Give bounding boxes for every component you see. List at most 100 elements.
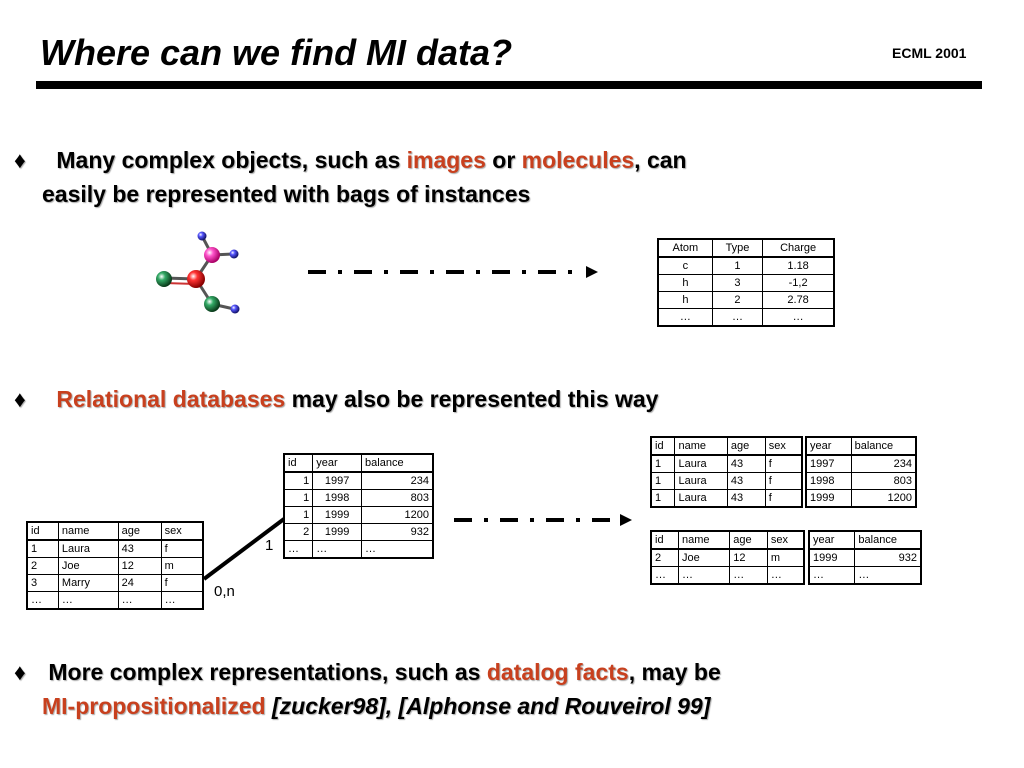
cell: 1: [283, 471, 314, 490]
table-row: 2 Joe 12 m: [26, 557, 204, 575]
cell: 1999: [312, 523, 363, 541]
header-cell: id: [283, 453, 314, 473]
table-row: 1998 803: [805, 472, 917, 490]
table-row: … … …: [283, 540, 434, 559]
table-row: 1 1999 1200: [283, 506, 434, 524]
cell: …: [650, 566, 679, 585]
bullet-3-text-b: , may be: [628, 659, 721, 685]
table-row: c 1 1.18: [657, 256, 835, 275]
cell: 43: [726, 454, 766, 473]
cell: …: [160, 591, 204, 610]
cell: …: [729, 566, 768, 585]
table-row: 1 Laura 43 f: [650, 489, 803, 508]
cell: 1: [650, 472, 676, 490]
cell: 1: [650, 489, 676, 508]
header-cell: id: [26, 521, 59, 541]
cell: f: [764, 489, 803, 508]
bullet-1: ♦ Many complex objects, such as images o…: [14, 143, 914, 211]
header-cell: id: [650, 530, 679, 550]
bullet-1-text-c: , can: [634, 147, 687, 173]
cell: c: [657, 256, 713, 275]
bullet-1-text-d: easily be represented with bags of insta…: [42, 181, 531, 207]
cell: Laura: [674, 454, 728, 473]
cell: 12: [117, 557, 162, 575]
cell: 1998: [312, 489, 363, 507]
cell: 234: [850, 454, 917, 473]
diamond-bullet-icon: ♦: [14, 659, 26, 685]
table-row: h 3 -1,2: [657, 274, 835, 292]
cell: 43: [726, 472, 766, 490]
dashed-arrow-2: [454, 514, 632, 526]
cell: m: [766, 548, 805, 567]
conference-label: ECML 2001: [892, 45, 967, 61]
cell: 2: [711, 291, 764, 309]
cell: …: [312, 540, 363, 559]
header-cell: Type: [711, 238, 764, 258]
cell: …: [117, 591, 162, 610]
cell: h: [657, 274, 713, 292]
cell: 1999: [805, 489, 852, 508]
cell: …: [766, 566, 805, 585]
bag-2-account-table: year balance 1999 932 … …: [808, 530, 922, 585]
header-cell: name: [57, 521, 119, 541]
cell: …: [657, 308, 713, 327]
cell: f: [764, 472, 803, 490]
cell: Laura: [57, 539, 119, 558]
table-row: 2 Joe 12 m: [650, 548, 805, 567]
cell: 2.78: [762, 291, 835, 309]
table-row: 3 Marry 24 f: [26, 574, 204, 592]
cell: 24: [117, 574, 162, 592]
cell: 1997: [312, 471, 363, 490]
table-row: 1999 1200: [805, 489, 917, 508]
cell: 1200: [361, 506, 434, 524]
cell: Joe: [57, 557, 119, 575]
relation-line: [202, 517, 286, 581]
header-cell: balance: [361, 453, 434, 473]
cell: m: [160, 557, 204, 575]
cell: …: [26, 591, 59, 610]
table-row: … … …: [657, 308, 835, 327]
cell: h: [657, 291, 713, 309]
dashed-arrow-1: [308, 266, 598, 278]
header-cell: sex: [766, 530, 805, 550]
header-cell: age: [726, 436, 766, 456]
citations: [zucker98], [Alphonse and Rouveirol 99]: [265, 693, 711, 719]
cell: …: [677, 566, 731, 585]
bullet-2: ♦ Relational databases may also be repre…: [14, 382, 914, 416]
cell: Laura: [674, 472, 728, 490]
cell: f: [160, 539, 204, 558]
header-cell: id: [650, 436, 676, 456]
cell: 2: [26, 557, 59, 575]
bullet-1-text-b: or: [485, 147, 522, 173]
table-row: 1 Laura 43 f: [650, 454, 803, 473]
cell: 1: [650, 454, 676, 473]
cell: f: [764, 454, 803, 473]
table-row: 1997 234: [805, 454, 917, 473]
cell: 1.18: [762, 256, 835, 275]
keyword-molecules: molecules: [521, 147, 635, 173]
keyword-images: images: [406, 147, 486, 173]
cell: …: [762, 308, 835, 327]
cell: …: [808, 566, 856, 585]
table-row: h 2 2.78: [657, 291, 835, 309]
header-cell: name: [677, 530, 731, 550]
cell: 2: [283, 523, 314, 541]
cell: 1999: [312, 506, 363, 524]
header-cell: name: [674, 436, 728, 456]
keyword-mi-propositionalized: MI-propositionalized: [42, 693, 266, 719]
cell: 43: [117, 539, 162, 558]
header-cell: balance: [854, 530, 922, 550]
cell: -1,2: [762, 274, 835, 292]
diamond-bullet-icon: ♦: [14, 386, 26, 412]
bag-2-person-table: id name age sex 2 Joe 12 m … … … …: [650, 530, 805, 585]
table-row: … … … …: [26, 591, 204, 610]
table-row: … …: [808, 566, 922, 585]
cell: 1: [711, 256, 764, 275]
cell: …: [361, 540, 434, 559]
cell: f: [160, 574, 204, 592]
cell: …: [854, 566, 922, 585]
cell: Joe: [677, 548, 731, 567]
cell: 1: [283, 506, 314, 524]
cell: 803: [850, 472, 917, 490]
cell: 234: [361, 471, 434, 490]
